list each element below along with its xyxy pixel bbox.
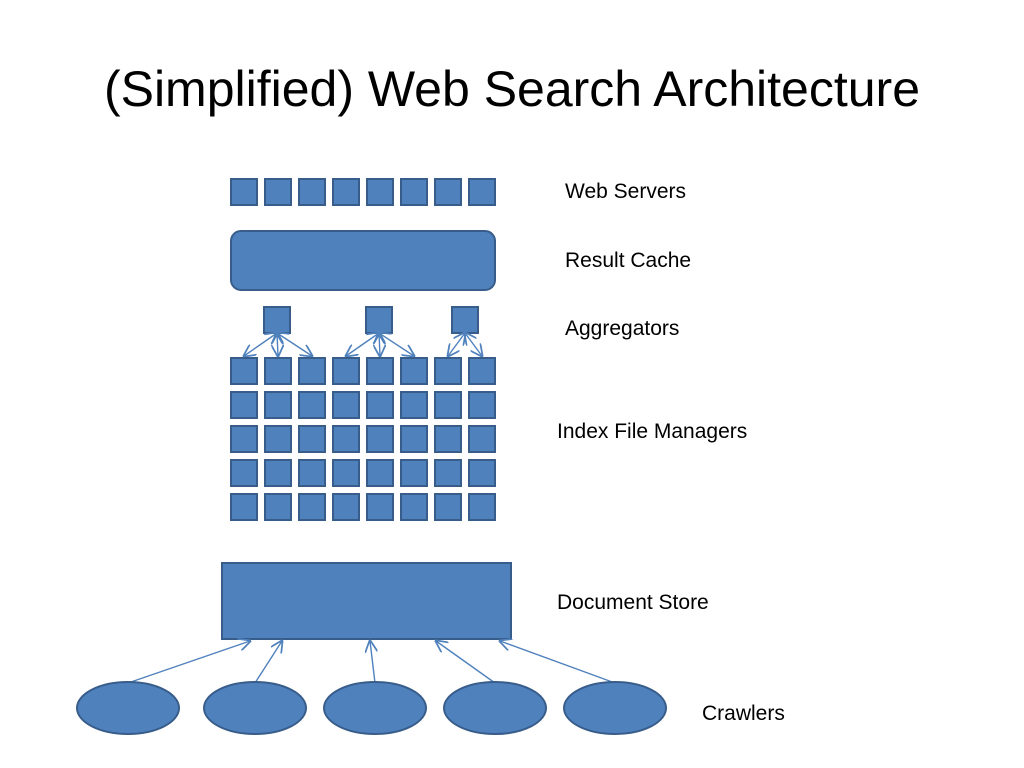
crawlers-group: [76, 681, 667, 735]
index-file-manager-box: [400, 493, 428, 521]
crawlers-label: Crawlers: [702, 702, 785, 725]
aggregator-arrow: [465, 333, 482, 356]
aggregator-arrow: [244, 333, 277, 356]
index-file-manager-box: [264, 493, 292, 521]
aggregator-arrow: [379, 333, 380, 356]
index-file-manager-box: [230, 459, 258, 487]
crawler-arrows: [127, 641, 616, 684]
index-file-manager-box: [434, 459, 462, 487]
document-store-box: [221, 562, 512, 640]
index-file-manager-box: [468, 425, 496, 453]
index-file-manager-box: [400, 391, 428, 419]
index-file-managers-grid: [230, 357, 496, 521]
aggregator-arrow: [448, 333, 465, 356]
aggregator-arrows: [244, 333, 482, 356]
index-file-manager-box: [332, 459, 360, 487]
index-file-manager-box: [230, 391, 258, 419]
index-file-manager-box: [468, 357, 496, 385]
index-file-manager-box: [298, 357, 326, 385]
crawler-arrow: [127, 641, 250, 684]
aggregator-arrow: [277, 333, 278, 356]
result-cache-box: [230, 230, 496, 291]
index-file-manager-box: [366, 425, 394, 453]
crawler-ellipse: [563, 681, 667, 735]
index-file-manager-box: [332, 357, 360, 385]
aggregator-arrow: [277, 333, 312, 356]
web-server-box: [298, 178, 326, 206]
aggregator-arrow: [379, 333, 414, 356]
index-file-manager-box: [230, 357, 258, 385]
index-file-manager-box: [264, 391, 292, 419]
slide-title: (Simplified) Web Search Architecture: [103, 61, 921, 117]
crawler-ellipse: [203, 681, 307, 735]
aggregator-box: [263, 306, 291, 334]
index-file-manager-box: [264, 425, 292, 453]
web-server-box: [468, 178, 496, 206]
index-file-manager-box: [468, 459, 496, 487]
index-file-manager-box: [434, 425, 462, 453]
index-file-manager-box: [366, 493, 394, 521]
web-server-box: [366, 178, 394, 206]
index-file-manager-box: [332, 391, 360, 419]
web-servers-group: [230, 178, 496, 206]
index-file-manager-box: [434, 357, 462, 385]
index-file-manager-box: [298, 391, 326, 419]
web-server-box: [264, 178, 292, 206]
crawler-arrow: [254, 641, 282, 684]
index-file-manager-box: [264, 357, 292, 385]
index-file-manager-box: [366, 357, 394, 385]
web-servers-label: Web Servers: [565, 180, 686, 203]
web-server-box: [400, 178, 428, 206]
crawler-arrow: [436, 641, 496, 684]
index-file-manager-box: [434, 391, 462, 419]
index-file-manager-box: [434, 493, 462, 521]
index-file-managers-label: Index File Managers: [557, 420, 747, 443]
aggregators-label: Aggregators: [565, 317, 679, 340]
result-cache-label: Result Cache: [565, 249, 691, 272]
web-server-box: [230, 178, 258, 206]
document-store-label: Document Store: [557, 591, 709, 614]
crawler-arrow: [370, 641, 375, 684]
index-file-manager-box: [366, 459, 394, 487]
index-file-manager-box: [298, 493, 326, 521]
index-file-manager-box: [366, 391, 394, 419]
index-file-manager-box: [298, 459, 326, 487]
index-file-manager-box: [400, 425, 428, 453]
aggregator-box: [365, 306, 393, 334]
crawler-ellipse: [76, 681, 180, 735]
aggregators-group: [263, 306, 479, 334]
index-file-manager-box: [468, 391, 496, 419]
index-file-manager-box: [230, 425, 258, 453]
crawler-arrow: [500, 641, 616, 684]
web-server-box: [434, 178, 462, 206]
aggregator-box: [451, 306, 479, 334]
index-file-manager-box: [400, 357, 428, 385]
index-file-manager-box: [400, 459, 428, 487]
index-file-manager-box: [298, 425, 326, 453]
index-file-manager-box: [264, 459, 292, 487]
crawler-ellipse: [323, 681, 427, 735]
index-file-manager-box: [468, 493, 496, 521]
index-file-manager-box: [332, 425, 360, 453]
aggregator-arrow: [346, 333, 379, 356]
index-file-manager-box: [332, 493, 360, 521]
crawler-ellipse: [443, 681, 547, 735]
web-server-box: [332, 178, 360, 206]
index-file-manager-box: [230, 493, 258, 521]
